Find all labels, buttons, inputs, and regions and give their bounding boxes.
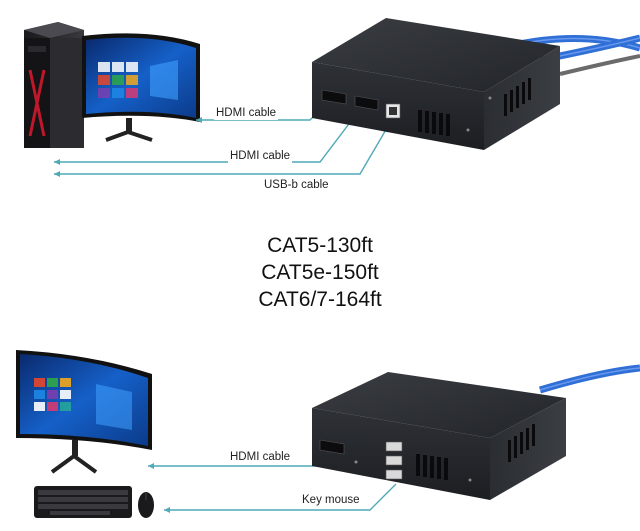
extender-transmitter — [312, 18, 560, 150]
distance-cat5e: CAT5e-150ft — [261, 261, 379, 284]
label-top-hdmi-2: HDMI cable — [228, 150, 293, 163]
monitor-top — [82, 33, 200, 142]
lan-cable-bottom — [538, 364, 640, 394]
keyboard — [34, 486, 132, 518]
monitor-bottom — [16, 350, 152, 474]
label-bottom-key-mouse: Key mouse — [300, 494, 362, 507]
distance-cat6-7: CAT6/7-164ft — [258, 288, 382, 311]
extender-receiver — [312, 372, 566, 500]
label-top-hdmi-1: HDMI cable — [214, 107, 279, 120]
label-top-usb: USB-b cable — [262, 179, 331, 192]
label-bottom-hdmi: HDMI cable — [228, 451, 293, 464]
distance-cat5: CAT5-130ft — [267, 234, 373, 257]
mouse — [138, 492, 154, 518]
pc-tower — [24, 22, 84, 148]
